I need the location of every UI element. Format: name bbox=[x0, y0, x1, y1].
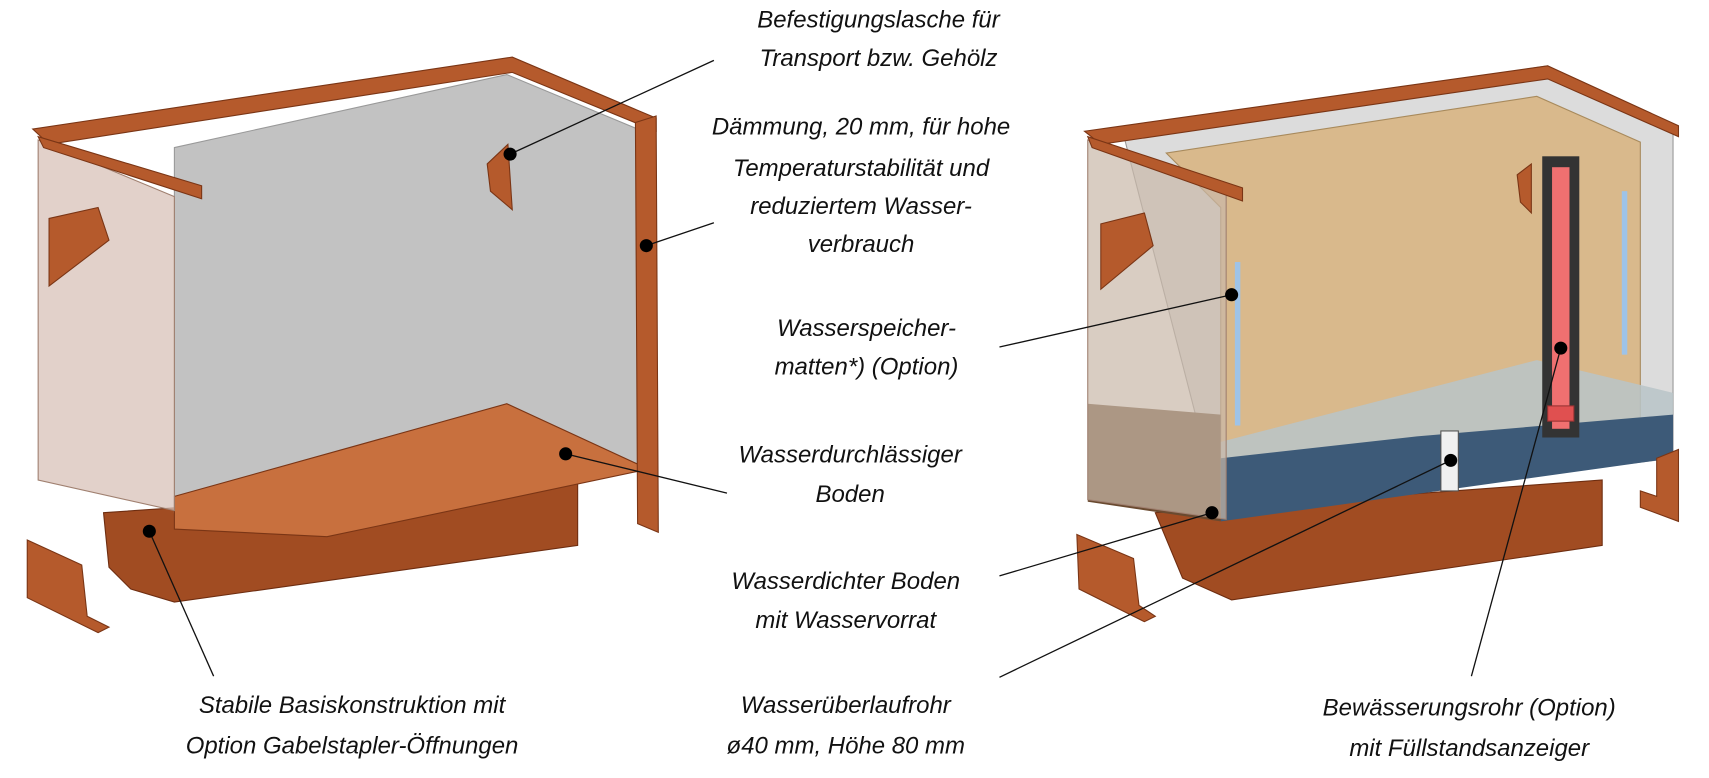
label-bewaesserungsrohr: Bewässerungsrohr (Option) mit Füllstands… bbox=[1323, 694, 1616, 761]
label-line: verbrauch bbox=[808, 231, 915, 258]
label-daemmung: Dämmung, 20 mm, für hohe Temperaturstabi… bbox=[712, 114, 1010, 259]
fastening-lug bbox=[486, 143, 513, 211]
label-wasserdichter-boden: Wasserdichter Boden mit Wasservorrat bbox=[731, 568, 960, 634]
right-post-right bbox=[1639, 448, 1680, 523]
label-line: mit Füllstandsanzeiger bbox=[1349, 735, 1590, 762]
left-planter-illustration bbox=[26, 56, 659, 634]
label-line: Wasserdurchlässiger bbox=[738, 442, 962, 469]
label-line: Dämmung, 20 mm, für hohe bbox=[712, 114, 1010, 141]
label-line: Stabile Basiskonstruktion mit bbox=[199, 692, 507, 719]
permeable-floor bbox=[173, 403, 651, 538]
fill-level-indicator bbox=[1552, 167, 1570, 429]
label-basiskonstruktion: Stabile Basiskonstruktion mit Option Gab… bbox=[186, 692, 519, 759]
label-line: ø40 mm, Höhe 80 mm bbox=[727, 733, 965, 760]
left-lug bbox=[48, 206, 110, 288]
label-line: mit Wasservorrat bbox=[755, 607, 937, 634]
label-wasserueberlaufrohr: Wasserüberlaufrohr ø40 mm, Höhe 80 mm bbox=[727, 692, 965, 759]
water-wicking-arrows bbox=[1234, 191, 1628, 426]
label-line: matten*) (Option) bbox=[775, 353, 959, 380]
label-line: Option Gabelstapler-Öffnungen bbox=[186, 733, 519, 760]
right-planter-illustration bbox=[1076, 65, 1680, 623]
loose-base-plate-right bbox=[1076, 533, 1157, 623]
label-line: Wasserspeicher- bbox=[777, 315, 956, 342]
label-befestigungslasche: Befestigungslasche für Transport bzw. Ge… bbox=[757, 7, 1001, 72]
label-line: reduziertem Wasser- bbox=[750, 193, 972, 220]
label-wasserdurchlaessiger-boden: Wasserdurchlässiger Boden bbox=[738, 442, 962, 508]
right-post bbox=[634, 115, 659, 534]
label-line: Wasserdichter Boden bbox=[731, 568, 960, 595]
leader-lines bbox=[142, 59, 1568, 678]
top-rim-left bbox=[37, 135, 203, 200]
label-line: Boden bbox=[815, 481, 884, 508]
loose-base-plate bbox=[26, 539, 111, 634]
top-rim-left-right bbox=[1086, 135, 1244, 202]
label-line: Temperaturstabilität und bbox=[733, 155, 990, 182]
label-line: Transport bzw. Gehölz bbox=[759, 45, 997, 72]
left-side-panel bbox=[37, 139, 175, 512]
label-line: Wasserüberlaufrohr bbox=[741, 692, 952, 719]
left-lug-right bbox=[1100, 212, 1154, 291]
indicator-float bbox=[1547, 405, 1575, 422]
label-line: Befestigungslasche für bbox=[757, 7, 1001, 34]
left-side-panel-right bbox=[1087, 139, 1227, 520]
label-wasserspeichermatten: Wasserspeicher- matten*) (Option) bbox=[775, 315, 959, 380]
fastening-lug-right bbox=[1516, 162, 1532, 215]
label-line: Bewässerungsrohr (Option) bbox=[1323, 694, 1616, 721]
